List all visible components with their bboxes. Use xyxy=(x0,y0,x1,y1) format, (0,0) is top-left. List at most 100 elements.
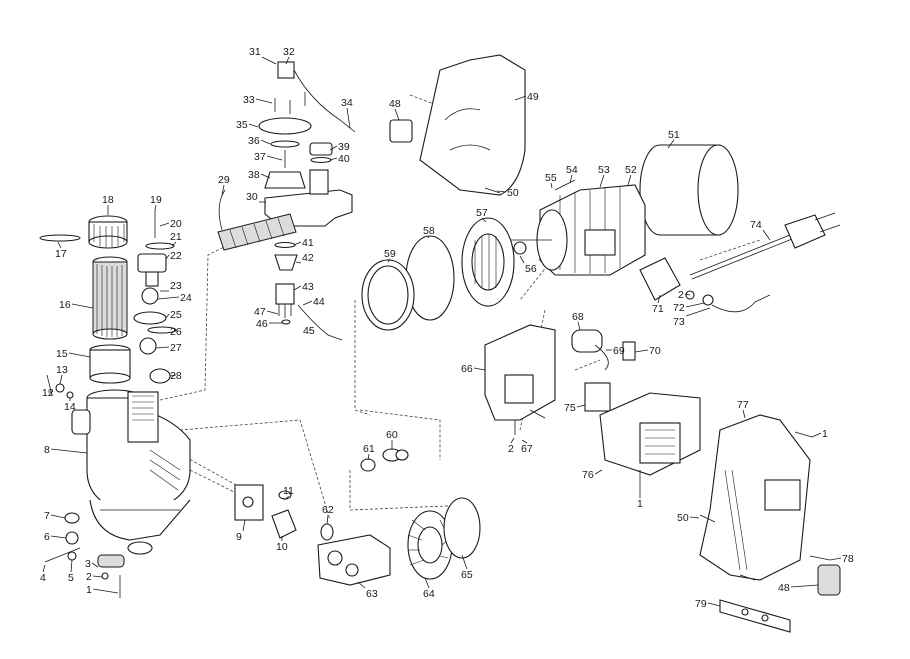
callout-label-17: 17 xyxy=(55,248,67,260)
valve-part xyxy=(141,287,159,305)
leader-line-79 xyxy=(707,602,721,607)
leader-line-9 xyxy=(242,519,246,532)
leader-line-71 xyxy=(657,294,661,304)
callout-label-30: 30 xyxy=(246,191,258,203)
cable-part xyxy=(293,69,356,133)
filter-cap-part xyxy=(88,215,128,249)
base-plate-part xyxy=(719,599,791,633)
callout-label-11: 11 xyxy=(283,485,294,497)
valve-knob-part xyxy=(271,509,297,539)
probe-pins xyxy=(278,304,292,318)
leader-line-58 xyxy=(427,235,430,239)
callout-label-2: 2 xyxy=(678,289,684,301)
callout-label-18: 18 xyxy=(102,194,114,206)
nut-part xyxy=(65,531,79,545)
o-ring-part xyxy=(405,235,455,321)
callout-label-14: 14 xyxy=(64,401,76,413)
leader-line-66 xyxy=(473,367,486,371)
screw-part xyxy=(554,179,576,191)
callout-label-62: 62 xyxy=(322,504,334,516)
callout-label-32: 32 xyxy=(283,46,295,58)
callout-label-23: 23 xyxy=(170,280,182,292)
callout-label-43: 43 xyxy=(302,281,314,293)
motor-cover-part xyxy=(419,54,526,196)
leader-line-56 xyxy=(519,255,525,264)
leader-line-67 xyxy=(521,439,528,444)
callout-label-51: 51 xyxy=(668,129,680,141)
leader-line-63 xyxy=(357,581,366,589)
callout-label-57: 57 xyxy=(476,207,488,219)
callout-label-76: 76 xyxy=(582,469,594,481)
callout-label-78: 78 xyxy=(842,553,854,565)
leader-line-57 xyxy=(481,217,487,223)
fan-cover-part xyxy=(639,144,739,236)
callout-label-39: 39 xyxy=(338,141,350,153)
filter-cartridge-part xyxy=(92,256,128,340)
callout-label-37: 37 xyxy=(254,151,266,163)
callout-label-1: 1 xyxy=(637,498,643,510)
callout-label-55: 55 xyxy=(545,172,557,184)
callout-label-50: 50 xyxy=(507,187,519,199)
leader-line-52 xyxy=(627,174,632,186)
callout-label-22: 22 xyxy=(170,250,182,262)
leader-line-21 xyxy=(171,241,177,247)
callout-label-35: 35 xyxy=(236,119,248,131)
o-ring-part xyxy=(320,523,334,541)
callout-label-5: 5 xyxy=(68,572,74,584)
leader-line-17 xyxy=(57,241,62,249)
leader-line-32 xyxy=(285,56,290,65)
callout-label-20: 20 xyxy=(170,218,182,230)
terminal-block-part xyxy=(584,382,611,412)
leader-line-16 xyxy=(71,303,94,309)
callout-label-10: 10 xyxy=(276,541,288,553)
callout-label-38: 38 xyxy=(248,169,260,181)
callout-label-9: 9 xyxy=(236,531,242,543)
leader-line-33 xyxy=(255,98,273,104)
leader-line-75 xyxy=(576,404,586,408)
callout-label-75: 75 xyxy=(564,402,576,414)
leader-line-7 xyxy=(50,514,66,519)
callout-label-34: 34 xyxy=(341,97,353,109)
leader-line-40 xyxy=(329,157,338,161)
leader-line-50 xyxy=(496,190,507,193)
leader-line-15 xyxy=(68,352,91,358)
callout-label-2: 2 xyxy=(86,571,92,583)
callout-label-60: 60 xyxy=(386,429,398,441)
callout-label-72: 72 xyxy=(673,302,685,314)
o-ring-part xyxy=(274,241,296,249)
screw-part xyxy=(699,514,716,523)
callout-label-42: 42 xyxy=(302,252,314,264)
leader-line-50 xyxy=(689,516,700,519)
leader-line-27 xyxy=(155,346,170,349)
motor-body-part xyxy=(505,184,646,276)
callout-label-74: 74 xyxy=(750,219,762,231)
callout-label-33: 33 xyxy=(243,94,255,106)
leader-line-34 xyxy=(346,107,351,129)
impeller-group xyxy=(234,448,481,586)
terminal-plate-part xyxy=(639,257,681,301)
base-group xyxy=(699,414,841,633)
leader-line-11 xyxy=(283,495,290,501)
screw-part xyxy=(794,431,813,438)
leader-line-62 xyxy=(326,514,329,525)
cable-part xyxy=(711,294,771,313)
leader-line-41 xyxy=(293,241,302,246)
leader-line-73 xyxy=(685,307,711,317)
grip-part xyxy=(97,554,125,568)
callout-label-71: 71 xyxy=(652,303,664,315)
leader-line-8 xyxy=(50,448,88,454)
bolt-part xyxy=(44,547,81,563)
pressure-switch-group xyxy=(217,61,356,341)
callout-label-26: 26 xyxy=(170,326,182,338)
callout-label-15: 15 xyxy=(56,348,68,360)
membrane-cover-part xyxy=(258,117,312,135)
valve-stem-part xyxy=(145,271,159,287)
cap-part xyxy=(309,142,333,156)
callout-label-44: 44 xyxy=(313,296,325,308)
filter-sleeve-part xyxy=(89,344,131,384)
membrane-part xyxy=(270,140,300,148)
o-ring-part xyxy=(39,234,81,242)
wear-plate-part xyxy=(443,497,481,559)
callout-label-41: 41 xyxy=(302,237,314,249)
